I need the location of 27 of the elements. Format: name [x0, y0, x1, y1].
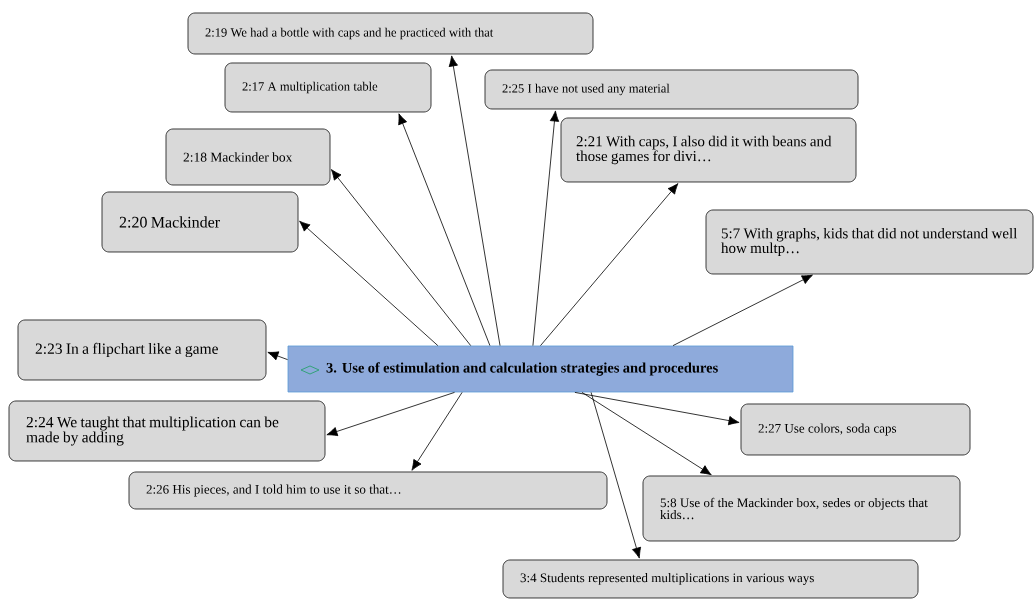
arrow	[672, 274, 813, 346]
quote-box: 3:4 Students represented multiplications in various ways	[502, 559, 919, 599]
quote-box: 2:17 A multiplication table	[224, 62, 432, 113]
quote-box: 2:21 With caps, I also did it with beans and those games for divi…	[560, 117, 857, 183]
quote-box: 2:27 Use colors, soda caps	[740, 403, 971, 456]
arrow	[331, 169, 472, 346]
quote-box: 2:26 His pieces, and I told him to use it so that…	[128, 471, 608, 510]
arrow	[267, 351, 288, 361]
arrow	[590, 392, 642, 559]
quote-box: 5:7 With graphs, kids that did not understand well how multp…	[705, 209, 1034, 275]
arrow	[398, 113, 491, 346]
arrow	[326, 392, 455, 437]
arrow	[411, 392, 463, 471]
quote-box: 2:24 We taught that multiplication can be made by adding	[8, 400, 326, 462]
quote-box: 2:18 Mackinder box	[165, 128, 331, 186]
quote-box: 2:19 We had a bottle with caps and he practiced with that	[187, 12, 594, 55]
arrow	[581, 392, 712, 476]
category-box: 3. Use of estimulation and calculation strategies and procedures	[287, 345, 794, 393]
arrow	[540, 183, 679, 346]
arrow	[574, 392, 740, 426]
quote-box: 2:23 In a flipchart like a game	[17, 319, 267, 381]
arrow	[299, 220, 439, 346]
quote-box: 5:8 Use of the Mackinder box, sedes or objects that kids…	[642, 475, 961, 542]
arrow	[448, 55, 501, 346]
quote-box: 2:20 Mackinder	[101, 191, 299, 253]
quote-box: 2:25 I have not used any material	[484, 69, 859, 110]
arrow	[532, 110, 560, 346]
